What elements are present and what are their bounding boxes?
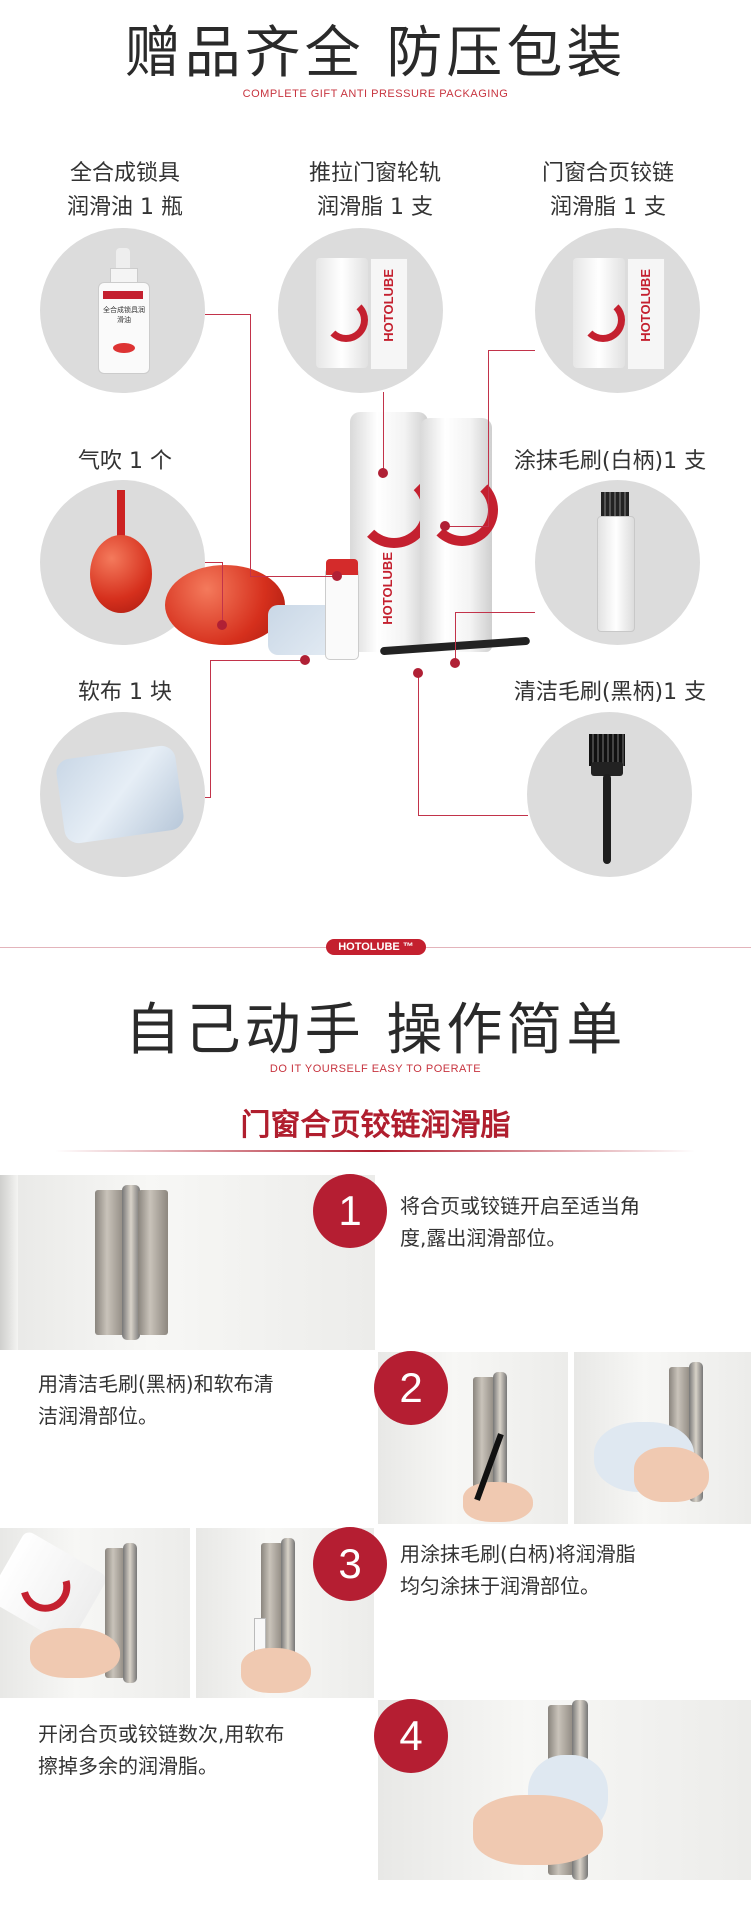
center-bottle [325, 559, 359, 660]
label-hinge-grease-line2: 润滑脂 1 支 [550, 195, 666, 220]
white-brush-circle [535, 480, 700, 645]
label-hinge-grease-line1: 门窗合页铰链 [541, 161, 674, 186]
lock-oil-bottle-text: 全合成锁具润滑油 [103, 306, 145, 324]
step3-photo-b [196, 1528, 374, 1698]
step1-number: 1 [313, 1174, 387, 1248]
step3-text-line1: 用涂抹毛刷(白柄)将润滑脂 [400, 1542, 636, 1566]
step2-text-line1: 用清洁毛刷(黑柄)和软布清 [38, 1372, 274, 1396]
product-title: 门窗合页铰链润滑脂 [240, 1108, 511, 1143]
label-white-brush: 涂抹毛刷(白柄)1 支 [513, 449, 707, 474]
label-lock-oil-line1: 全合成锁具 [69, 161, 180, 186]
label-soft-cloth: 软布 1 块 [78, 680, 172, 705]
step4-text-line2: 擦掉多余的润滑脂。 [38, 1754, 218, 1778]
label-track-grease-line1: 推拉门窗轮轨 [308, 161, 441, 186]
label-black-brush: 清洁毛刷(黑柄)1 支 [513, 680, 707, 705]
center-tube-right [420, 418, 498, 652]
step4-number: 4 [374, 1699, 448, 1773]
center-tube-left: HOTOLUBE [350, 412, 432, 652]
section2-title: 自己动手 操作简单 [124, 998, 627, 1063]
step2-text-line2: 洁润滑部位。 [38, 1404, 158, 1428]
label-air-blower: 气吹 1 个 [78, 449, 172, 474]
track-grease-logo: HOTOLUBE [381, 269, 396, 342]
step1-text-line2: 度,露出润滑部位。 [400, 1226, 567, 1250]
label-lock-oil: 全合成锁具 润滑油 1 瓶 [55, 157, 195, 225]
step4-text-line1: 开闭合页或铰链数次,用软布 [38, 1722, 285, 1746]
lock-oil-circle: 全合成锁具润滑油 [40, 228, 205, 393]
center-tube-left-logo: HOTOLUBE [380, 552, 395, 625]
step3-number: 3 [313, 1527, 387, 1601]
hinge-grease-logo: HOTOLUBE [638, 269, 653, 342]
step1-text: 将合页或铰链开启至适当角 度,露出润滑部位。 [400, 1190, 640, 1254]
label-lock-oil-line2: 润滑油 1 瓶 [67, 195, 183, 220]
soft-cloth-circle [40, 712, 205, 877]
section1-subtitle: COMPLETE GIFT ANTI PRESSURE PACKAGING [242, 88, 509, 100]
step2-text: 用清洁毛刷(黑柄)和软布清 洁润滑部位。 [38, 1368, 274, 1432]
label-track-grease-line2: 润滑脂 1 支 [317, 195, 433, 220]
step2-photo-b [574, 1352, 751, 1524]
step3-text-line2: 均匀涂抹于润滑部位。 [400, 1574, 600, 1598]
label-track-grease: 推拉门窗轮轨 润滑脂 1 支 [295, 157, 455, 225]
step2-number: 2 [374, 1351, 448, 1425]
black-brush-circle [527, 712, 692, 877]
track-grease-circle: HOTOLUBE [278, 228, 443, 393]
step3-text: 用涂抹毛刷(白柄)将润滑脂 均匀涂抹于润滑部位。 [400, 1538, 636, 1602]
product-title-underline [55, 1150, 695, 1152]
center-blower [165, 565, 285, 645]
brand-pill: HOTOLUBE ™ [326, 939, 426, 955]
hinge-grease-circle: HOTOLUBE [535, 228, 700, 393]
product-arrangement: HOTOLUBE [150, 400, 600, 690]
step3-photo-a [0, 1528, 190, 1698]
lock-oil-bottle: 全合成锁具润滑油 [98, 248, 150, 374]
section2-subtitle: DO IT YOURSELF EASY TO POERATE [269, 1063, 482, 1075]
step4-text: 开闭合页或铰链数次,用软布 擦掉多余的润滑脂。 [38, 1718, 284, 1782]
label-hinge-grease: 门窗合页铰链 润滑脂 1 支 [528, 157, 688, 225]
step1-text-line1: 将合页或铰链开启至适当角 [400, 1194, 640, 1218]
step1-photo [0, 1175, 375, 1350]
section1-title: 赠品齐全 防压包装 [124, 21, 627, 86]
